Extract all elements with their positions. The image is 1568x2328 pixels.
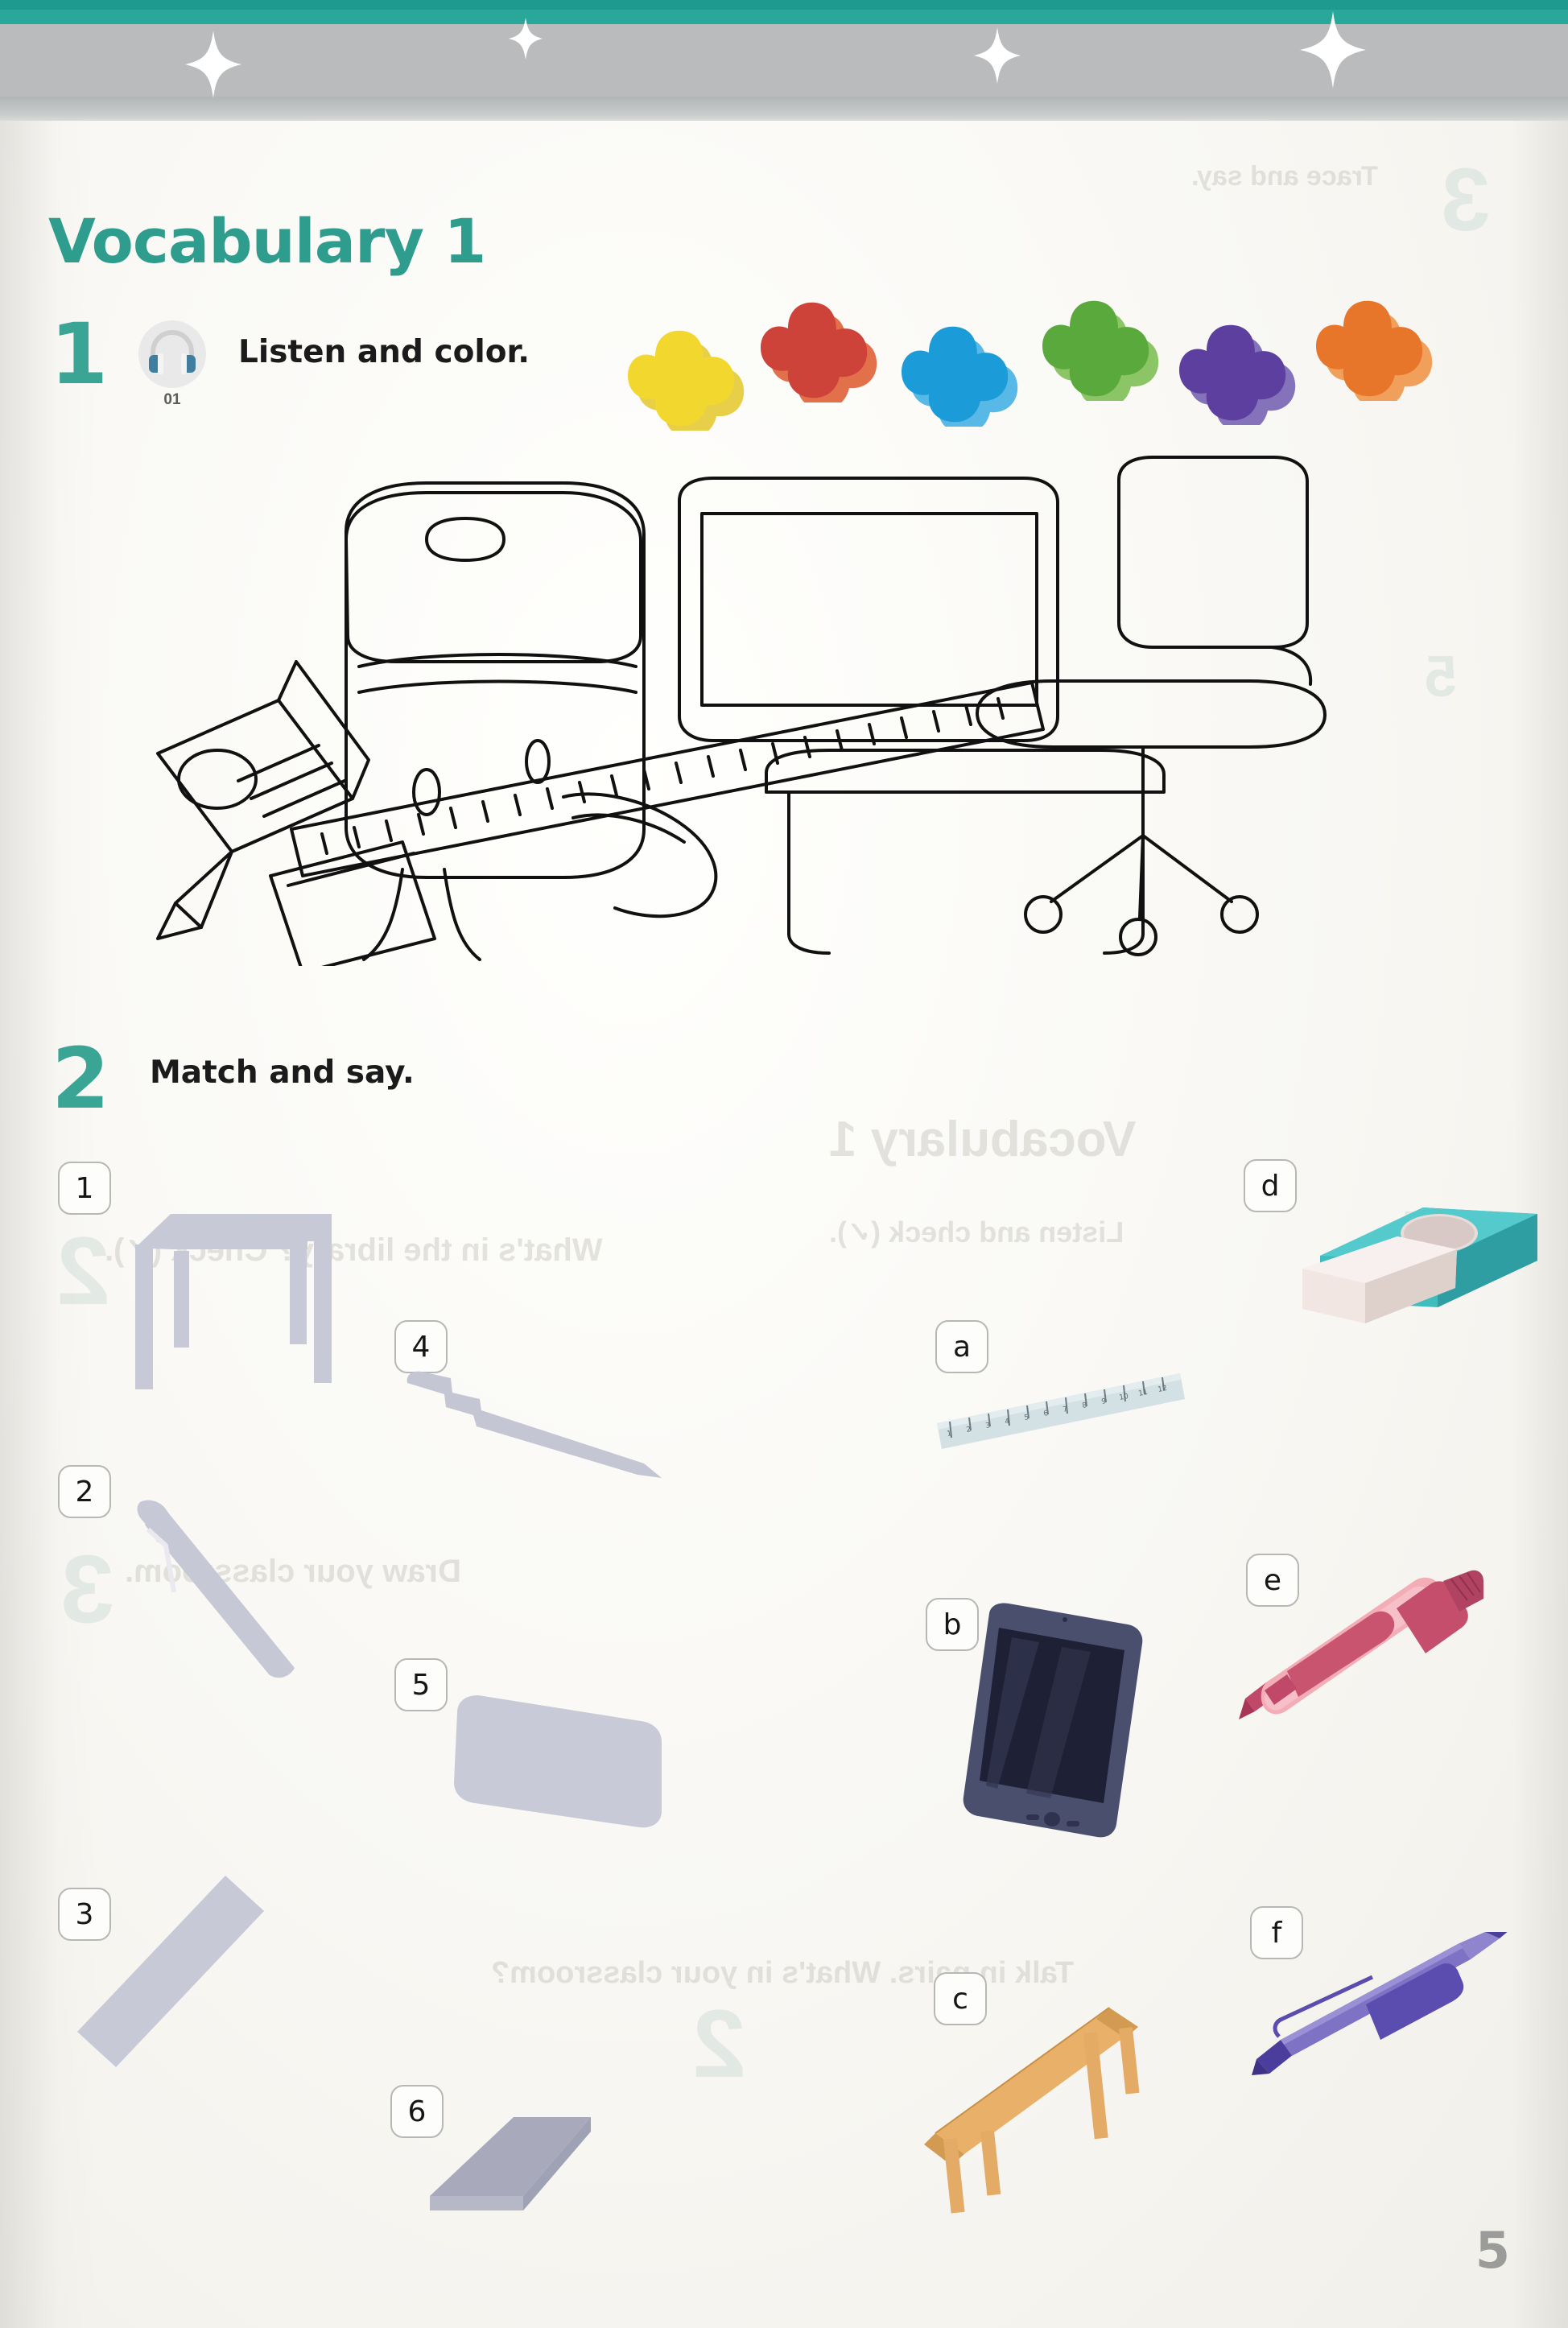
- svg-text:12: 12: [1157, 1385, 1168, 1394]
- color-blob-red: [753, 298, 881, 410]
- trace-artwork-classroom-objects: [80, 451, 1384, 974]
- svg-text:3: 3: [985, 1422, 992, 1430]
- header-teal-band-dark: [0, 0, 1568, 10]
- item-1-table-silhouette[interactable]: [97, 1199, 338, 1397]
- match-tag-c[interactable]: c: [934, 1972, 987, 2025]
- match-tag-2[interactable]: 2: [58, 1465, 111, 1518]
- book-gutter-shadow: [0, 121, 97, 2328]
- item-2-pen-silhouette[interactable]: [129, 1497, 314, 1686]
- exercise-1-number: 1: [50, 305, 109, 403]
- exercise-1-rubric: Listen and color.: [238, 334, 530, 370]
- item-b-tablet[interactable]: [962, 1602, 1147, 1847]
- match-tag-6[interactable]: 6: [390, 2085, 444, 2138]
- match-tag-e[interactable]: e: [1246, 1554, 1299, 1607]
- match-tag-b[interactable]: b: [926, 1598, 979, 1651]
- svg-text:8: 8: [1082, 1401, 1088, 1410]
- item-6-rubber-silhouette[interactable]: [419, 2109, 604, 2226]
- item-d-rubber[interactable]: [1296, 1166, 1554, 1331]
- match-tag-1[interactable]: 1: [58, 1162, 111, 1215]
- svg-text:5: 5: [1024, 1414, 1030, 1422]
- svg-text:7: 7: [1063, 1405, 1069, 1414]
- item-5-tablet-silhouette[interactable]: [451, 1690, 668, 1855]
- svg-text:9: 9: [1101, 1397, 1108, 1406]
- svg-text:1: 1: [947, 1430, 953, 1438]
- item-4-pencil-silhouette[interactable]: [402, 1368, 668, 1485]
- color-blob-blue: [893, 322, 1022, 434]
- match-tag-5[interactable]: 5: [394, 1658, 448, 1711]
- exercise-2-rubric: Match and say.: [150, 1055, 415, 1091]
- color-blob-purple: [1171, 320, 1300, 432]
- svg-text:11: 11: [1138, 1389, 1149, 1398]
- audio-track-number: 01: [163, 391, 181, 408]
- svg-text:2: 2: [966, 1426, 972, 1434]
- match-tag-f[interactable]: f: [1250, 1906, 1303, 1959]
- match-tag-4[interactable]: 4: [394, 1320, 448, 1373]
- match-tag-3[interactable]: 3: [58, 1888, 111, 1941]
- item-c-table[interactable]: [918, 1980, 1183, 2218]
- item-3-ruler-silhouette[interactable]: [58, 1851, 283, 2097]
- headphones-icon: [147, 328, 197, 379]
- match-tag-a[interactable]: a: [935, 1320, 988, 1373]
- svg-text:4: 4: [1005, 1418, 1011, 1426]
- color-blob-green: [1034, 296, 1163, 408]
- match-tag-d[interactable]: d: [1244, 1159, 1297, 1212]
- item-a-ruler[interactable]: 1 2 3 4 5 6 7 8 9 10 11 12: [932, 1360, 1206, 1461]
- svg-text:10: 10: [1119, 1393, 1129, 1402]
- page-number: 5: [1475, 2221, 1510, 2280]
- color-blob-orange: [1308, 296, 1437, 408]
- color-blob-yellow: [620, 326, 749, 438]
- item-e-pen[interactable]: [1228, 1562, 1485, 1727]
- exercise-2-number: 2: [52, 1030, 110, 1128]
- svg-text:6: 6: [1043, 1410, 1050, 1418]
- item-f-pencil[interactable]: [1244, 1930, 1509, 2081]
- page-title: Vocabulary 1: [48, 205, 486, 277]
